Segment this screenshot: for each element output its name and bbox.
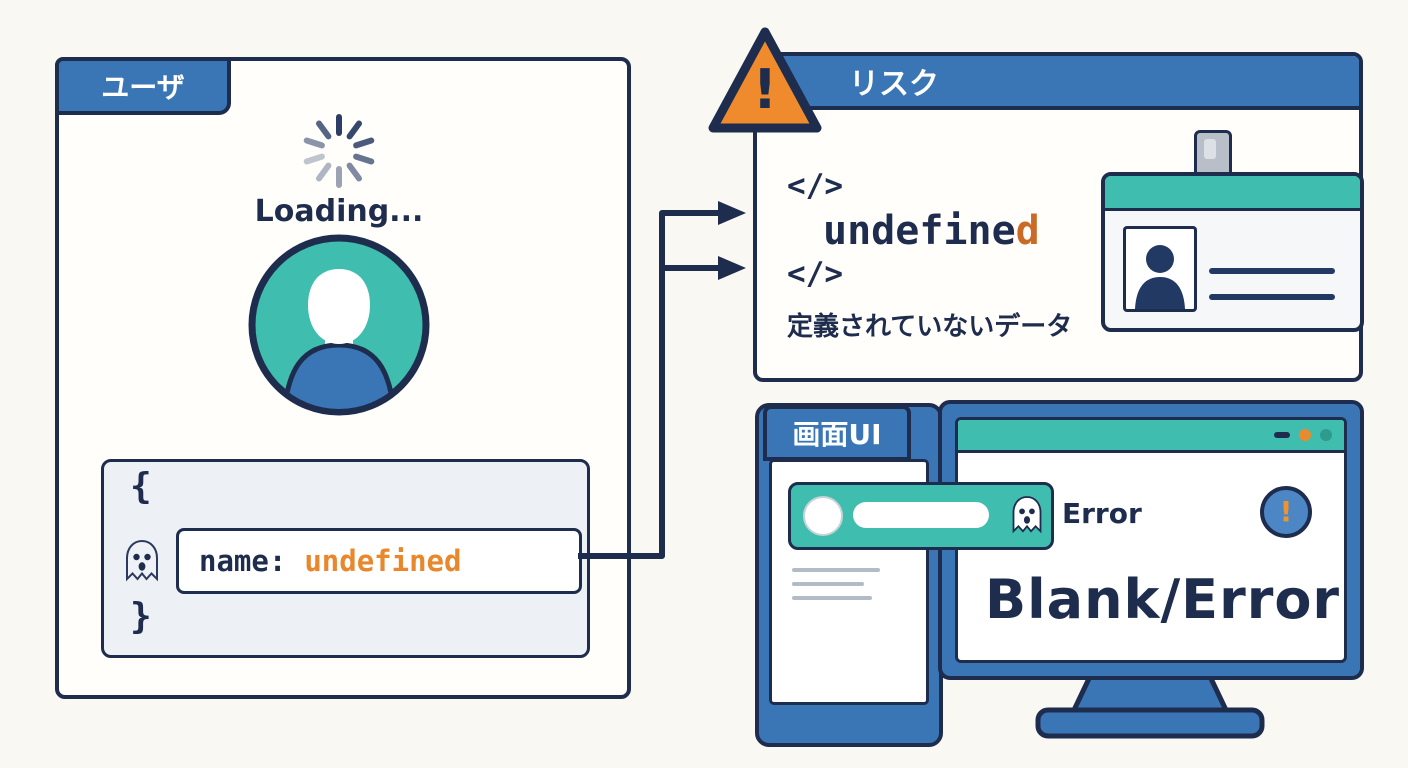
window-controls <box>1274 429 1332 441</box>
code-close-brace: } <box>130 596 152 637</box>
json-code-block: { name: undefined } <box>101 459 590 658</box>
placeholder-line <box>792 596 872 600</box>
user-panel-tab: ユーザ <box>55 57 231 115</box>
code-key: name: <box>199 544 287 578</box>
risk-caption: 定義されていないデータ <box>787 312 1073 342</box>
warning-triangle-mark: ! <box>752 58 778 121</box>
id-badge-card <box>1101 172 1364 332</box>
loading-text: Loading... <box>254 194 424 229</box>
minimize-control-icon <box>1274 432 1290 438</box>
badge-clip-slot <box>1204 139 1216 159</box>
badge-text-line <box>1209 268 1335 274</box>
ui-panel-tab: 画面UI <box>763 405 911 461</box>
risk-tag-close: </> <box>787 256 843 292</box>
code-value: undefined <box>304 544 462 578</box>
user-avatar <box>248 234 430 416</box>
search-circle-icon <box>803 496 843 536</box>
risk-panel: リスク </> undefined </> 定義されていないデータ <box>753 52 1364 382</box>
ghost-icon <box>1012 496 1042 534</box>
search-input-placeholder <box>853 502 989 528</box>
badge-header-band <box>1105 176 1360 211</box>
error-label: Error <box>1062 497 1142 530</box>
badge-text-line <box>1209 294 1335 300</box>
window-control-dot-icon <box>1299 429 1311 441</box>
risk-tag-open: </> <box>787 168 843 204</box>
risk-undefined-main: undefine <box>823 208 1016 254</box>
placeholder-line <box>792 582 864 586</box>
window-control-dot-icon <box>1320 429 1332 441</box>
ghost-icon <box>126 539 158 582</box>
risk-panel-header: リスク <box>757 56 1359 110</box>
placeholder-line <box>792 568 880 572</box>
risk-panel-title: リスク <box>849 67 939 102</box>
user-panel-tab-label: ユーザ <box>101 71 185 104</box>
badge-person-icon <box>1135 245 1185 309</box>
warning-triangle-icon: ! <box>705 22 825 138</box>
loading-spinner-icon <box>303 114 375 188</box>
ui-panel-tab-label: 画面UI <box>792 418 882 451</box>
user-panel: ユーザ Loading... <box>55 57 631 699</box>
risk-undefined-accent: d <box>1015 208 1040 254</box>
monitor-mockup <box>938 400 1364 680</box>
badge-photo-frame <box>1123 226 1197 312</box>
warning-circle-icon: ! <box>1260 486 1312 538</box>
warning-circle-mark: ! <box>1279 495 1293 528</box>
search-bar <box>788 482 1054 550</box>
window-title-bar <box>958 420 1344 453</box>
code-highlight-box: name: undefined <box>176 528 582 594</box>
code-open-brace: { <box>130 466 152 507</box>
risk-undefined-text: undefined <box>823 208 1040 254</box>
blank-error-text: Blank/Error <box>985 568 1341 631</box>
